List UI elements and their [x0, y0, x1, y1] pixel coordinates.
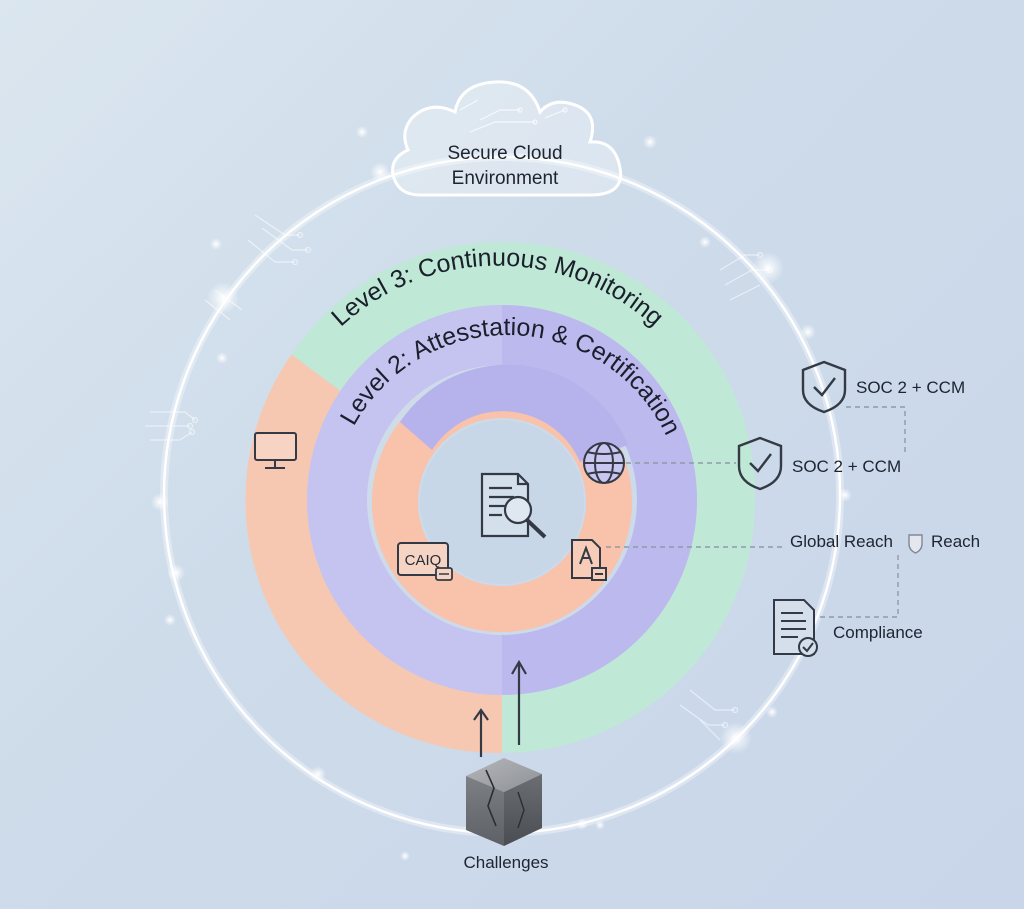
cloud-shape: [391, 80, 623, 197]
certificate-icon: [571, 539, 607, 581]
sparkles: [151, 126, 852, 861]
callout-connectors: [606, 406, 906, 618]
reach-label: Reach: [931, 532, 981, 551]
challenge-cube-icon: [466, 758, 542, 846]
cloud-label-line1: Secure Cloud: [447, 143, 563, 164]
cloud-label-line2: Environment: [451, 168, 559, 189]
challenges-label: Challenges: [463, 853, 549, 872]
compliance-document-icon: [773, 599, 818, 657]
caiq-icon: CAIQ: [397, 542, 453, 581]
circuit-traces: [145, 214, 774, 741]
global-reach-label: Global Reach: [790, 532, 894, 551]
shield-check-icon-upper: [801, 360, 847, 414]
compliance-label: Compliance: [833, 623, 923, 642]
document-search-icon: [480, 472, 547, 539]
small-shield-icon: [908, 534, 923, 554]
cloud-label: Secure Cloud Environment: [400, 141, 610, 191]
svg-text:CAIQ: CAIQ: [405, 552, 442, 569]
challenge-arrows: [473, 659, 527, 757]
shield-check-icon-lower: [737, 436, 783, 491]
soc-label-lower: SOC 2 + CCM: [792, 457, 902, 476]
monitor-icon: [254, 432, 297, 469]
level3-ring-peach: [245, 354, 502, 754]
globe-icon: [583, 442, 625, 484]
soc-label-upper: SOC 2 + CCM: [856, 378, 966, 397]
